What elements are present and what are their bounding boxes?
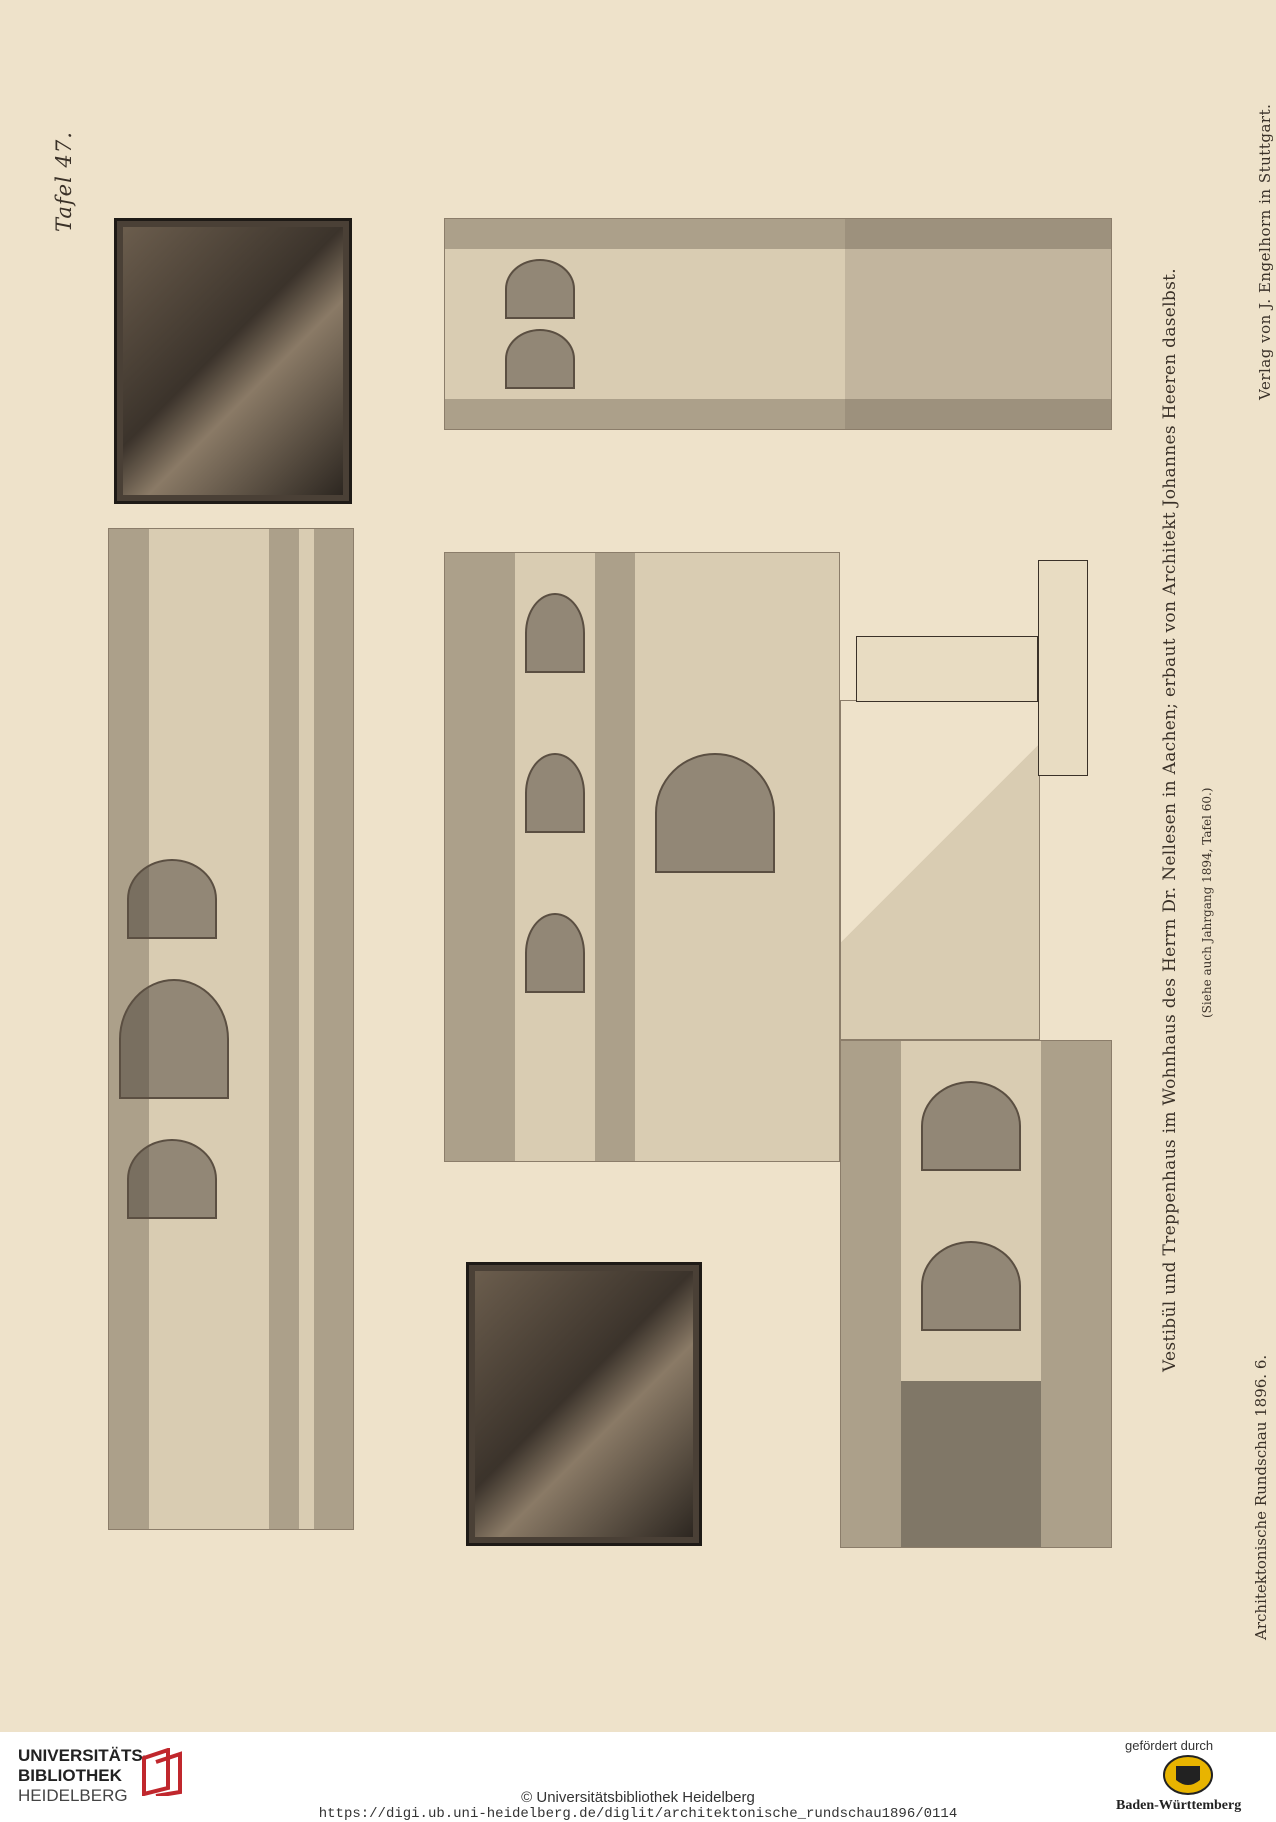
baden-wuerttemberg-seal-icon	[1163, 1755, 1213, 1795]
permalink-url[interactable]: https://digi.ub.uni-heidelberg.de/diglit…	[318, 1806, 958, 1822]
funder-name: Baden-Württemberg	[1116, 1798, 1242, 1813]
footer-bar: UNIVERSITÄTS- BIBLIOTHEK HEIDELBERG © Un…	[0, 1732, 1276, 1822]
library-emblem-icon	[142, 1748, 182, 1796]
library-name-line2: BIBLIOTHEK	[18, 1766, 122, 1785]
staircase-elevation-upper	[444, 218, 1112, 430]
library-name-line1: UNIVERSITÄTS-	[18, 1746, 149, 1765]
plate-caption: Vestibül und Treppenhaus im Wohnhaus des…	[1160, 268, 1180, 1372]
library-logo[interactable]: UNIVERSITÄTS- BIBLIOTHEK HEIDELBERG	[18, 1744, 188, 1810]
plate-subcaption: (Siehe auch Jahrgang 1894, Tafel 60.)	[1200, 787, 1214, 1018]
floor-plan	[1038, 560, 1088, 776]
copyright-notice: © Universitätsbibliothek Heidelberg	[521, 1789, 755, 1806]
plate-scan: Tafel 47. Verlag von J. Engelhorn in Stu…	[52, 103, 1274, 1640]
publisher-line: Verlag von J. Engelhorn in Stuttgart.	[1256, 103, 1274, 400]
staircase-section	[444, 552, 840, 1162]
perspective-view-lower	[466, 1262, 702, 1546]
vestibule-elevation	[108, 528, 354, 1530]
vestibule-elevation-lower	[840, 1040, 1112, 1548]
perspective-view-upper	[114, 218, 352, 504]
plate-number: Tafel 47.	[52, 131, 76, 232]
funded-by-label: gefördert durch	[1125, 1738, 1214, 1753]
journal-reference: Architektonische Rundschau 1896. 6.	[1252, 1354, 1270, 1640]
staircase-diagonal	[840, 700, 1040, 1040]
library-name-line3: HEIDELBERG	[18, 1786, 128, 1805]
floor-plan-wing	[856, 636, 1038, 702]
